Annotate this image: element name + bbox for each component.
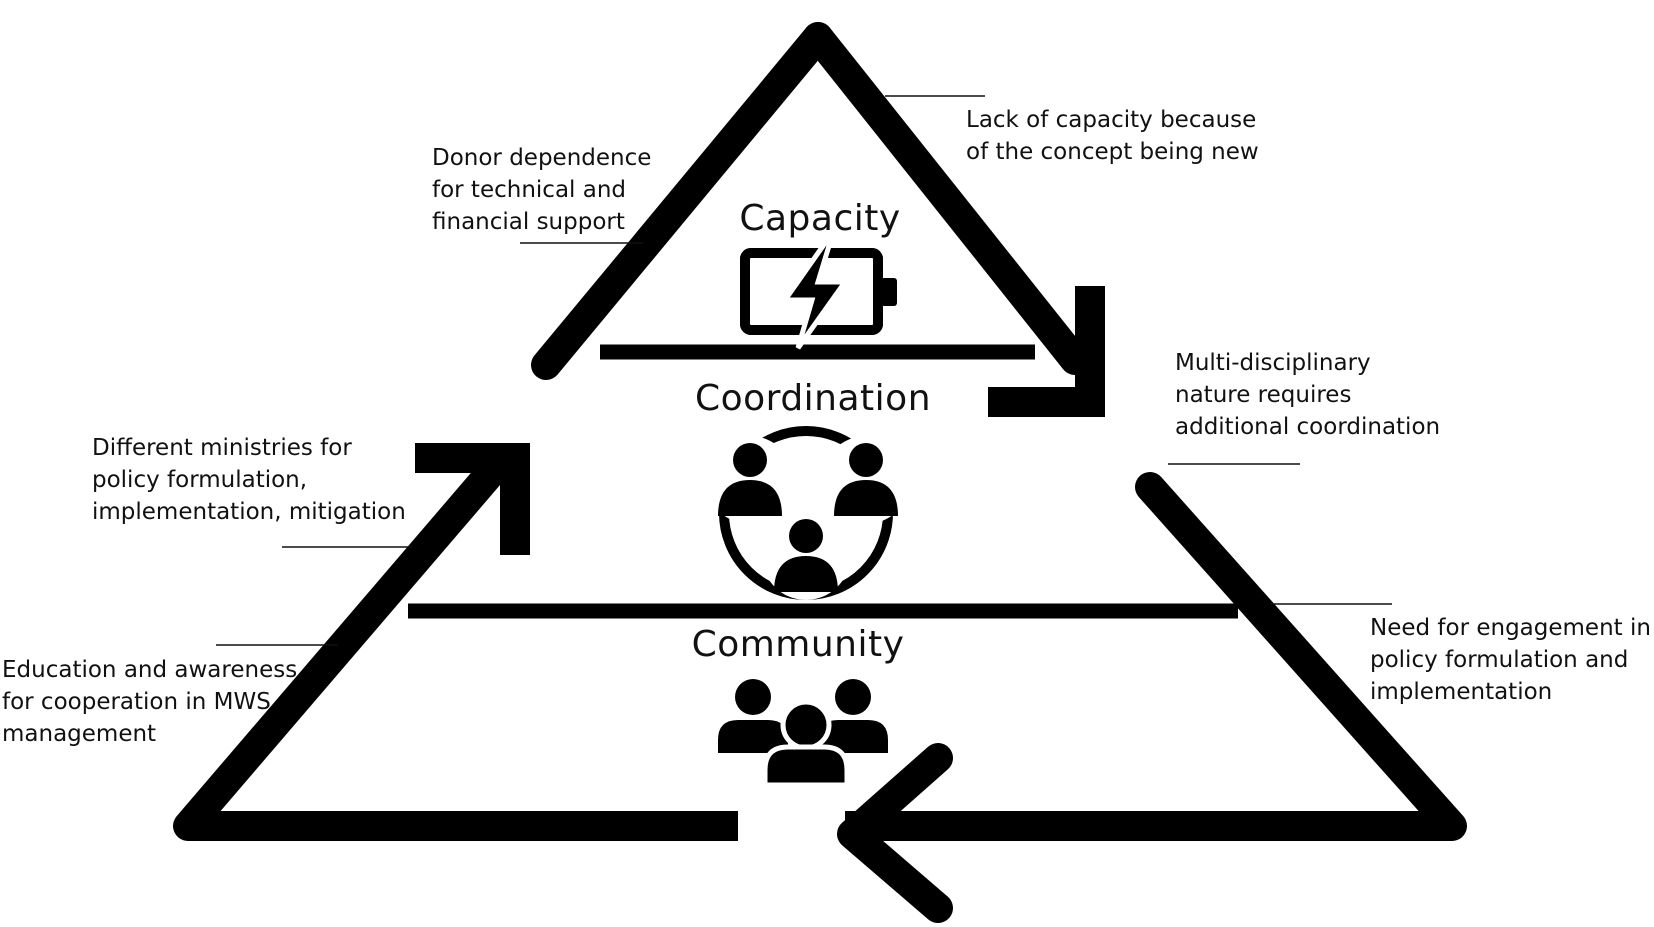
education-annotation: Education and awareness for cooperation … (2, 654, 297, 750)
arrowhead-bottom-shape (837, 743, 953, 923)
education-line-3: management (2, 721, 157, 747)
right-lower-edge-shaft (1135, 472, 1467, 841)
arrowhead-top-right-shape (988, 286, 1105, 417)
lack-capacity-line-1: Lack of capacity because (966, 107, 1257, 133)
capacity-title: Capacity (739, 198, 900, 239)
lack-capacity-line-2: of the concept being new (966, 139, 1259, 165)
engagement-line-2: policy formulation and (1370, 647, 1629, 673)
battery-charging-icon (740, 233, 897, 350)
multidisciplinary-line-3: additional coordination (1175, 414, 1441, 440)
lack-capacity-annotation: Lack of capacity because of the concept … (966, 104, 1259, 168)
education-line-1: Education and awareness (2, 657, 298, 683)
ministries-line-2: policy formulation, (92, 467, 308, 493)
engagement-line-1: Need for engagement in (1370, 615, 1651, 641)
arrow-left-up (173, 443, 738, 841)
coordination-title: Coordination (695, 378, 931, 419)
multidisciplinary-line-2: nature requires (1175, 382, 1352, 408)
capacity-left-edge (531, 22, 833, 380)
multidisciplinary-annotation: Multi-disciplinary nature requires addit… (1175, 347, 1440, 443)
community-title: Community (692, 624, 905, 665)
right-lower-edge (845, 472, 1467, 841)
multidisciplinary-line-1: Multi-disciplinary (1175, 350, 1371, 376)
arrowhead-top-right (988, 286, 1105, 417)
donor-line-1: Donor dependence (432, 145, 652, 171)
donor-line-3: financial support (432, 209, 625, 235)
engagement-annotation: Need for engagement in policy formulatio… (1370, 612, 1651, 708)
people-group-icon (718, 679, 888, 788)
arrow-left-up-head (415, 443, 530, 555)
capacity-triangle (531, 22, 1090, 380)
team-cycle-icon (706, 426, 910, 600)
ministries-annotation: Different ministries for policy formulat… (92, 432, 406, 528)
ministries-line-1: Different ministries for (92, 435, 352, 461)
arrow-left-up-shaft (173, 447, 515, 841)
engagement-line-3: implementation (1370, 679, 1553, 705)
ministries-line-3: implementation, mitigation (92, 499, 406, 525)
donor-annotation: Donor dependence for technical and finan… (432, 142, 651, 238)
arrowhead-bottom (837, 743, 953, 923)
education-line-2: for cooperation in MWS (2, 689, 271, 715)
donor-line-2: for technical and (432, 177, 627, 203)
capacity-right-edge (803, 22, 1090, 375)
